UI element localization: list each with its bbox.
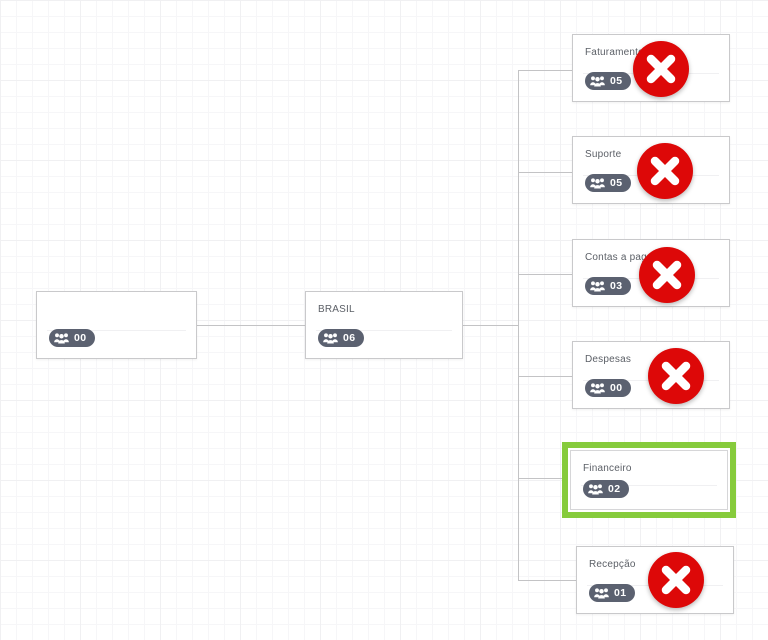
member-count-value: 01 [614, 587, 627, 599]
member-count-badge[interactable]: 03 [585, 277, 632, 295]
member-count-badge[interactable]: 00 [585, 379, 632, 397]
blocked-marker-faturamento[interactable] [633, 41, 689, 97]
member-count-badge[interactable]: 02 [583, 480, 630, 498]
group-people-icon [590, 382, 605, 394]
blocked-marker-suporte[interactable] [637, 143, 693, 199]
connector-branch-faturamento [518, 70, 573, 71]
org-node-title: Recepção [589, 559, 636, 570]
org-node-title: Contas a pagar [585, 252, 657, 263]
org-node-financeiro[interactable]: Financeiro 02 [562, 442, 736, 518]
node-divider [47, 330, 186, 331]
group-people-icon [590, 177, 605, 189]
group-people-icon [323, 332, 338, 344]
org-node-title: BRASIL [318, 304, 355, 315]
blocked-marker-despesas[interactable] [648, 348, 704, 404]
org-node-title: Financeiro [583, 463, 632, 474]
connector-brasil-to-trunk [463, 325, 519, 326]
group-people-icon [594, 587, 609, 599]
member-count-value: 00 [74, 332, 87, 344]
connector-branch-recepcao [518, 580, 576, 581]
blocked-marker-contas-a-pagar[interactable] [639, 247, 695, 303]
member-count-value: 02 [608, 483, 621, 495]
member-count-badge[interactable]: 05 [585, 72, 632, 90]
org-node-root[interactable]: 00 [36, 291, 197, 359]
member-count-badge[interactable]: 01 [589, 584, 636, 602]
connector-branch-suporte [518, 172, 573, 173]
group-people-icon [590, 280, 605, 292]
org-node-title: Suporte [585, 149, 622, 160]
group-people-icon [590, 75, 605, 87]
member-count-value: 06 [343, 332, 356, 344]
member-count-value: 05 [610, 75, 623, 87]
blocked-marker-recepcao[interactable] [648, 552, 704, 608]
group-people-icon [588, 483, 603, 495]
node-divider [581, 485, 717, 486]
member-count-badge[interactable]: 06 [318, 329, 365, 347]
member-count-badge[interactable]: 05 [585, 174, 632, 192]
connector-root-to-brasil [197, 325, 305, 326]
org-node-title: Faturamento [585, 47, 644, 58]
member-count-badge[interactable]: 00 [49, 329, 96, 347]
member-count-value: 00 [610, 382, 623, 394]
connector-branch-despesas [518, 376, 573, 377]
connector-branch-contas-a-pagar [518, 274, 573, 275]
node-divider [316, 330, 452, 331]
member-count-value: 03 [610, 280, 623, 292]
group-people-icon [54, 332, 69, 344]
member-count-value: 05 [610, 177, 623, 189]
connector-trunk-vertical [518, 70, 519, 581]
connector-branch-financeiro [518, 478, 563, 479]
org-node-title: Despesas [585, 354, 632, 365]
org-node-brasil[interactable]: BRASIL 06 [305, 291, 463, 359]
